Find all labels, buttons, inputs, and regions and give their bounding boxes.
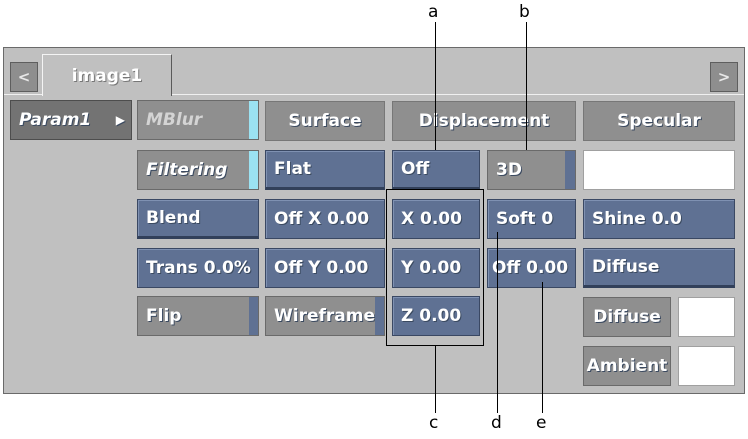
shine-value: Shine 0.0	[592, 209, 682, 229]
callout-line-d	[497, 232, 498, 413]
displacement-soft-value: Soft 0	[496, 209, 554, 229]
offset-x-value: Off X 0.00	[274, 209, 370, 229]
tab-image1[interactable]: image1	[42, 54, 172, 96]
displacement-soft-field[interactable]: Soft 0	[487, 199, 576, 239]
specular-header-label: Specular	[617, 111, 701, 131]
displacement-3d-toggle[interactable]: 3D	[487, 150, 576, 190]
displacement-offset-value: Off 0.00	[492, 258, 569, 278]
displacement-mode-button[interactable]: Off	[392, 150, 480, 190]
offset-x-field[interactable]: Off X 0.00	[265, 199, 385, 239]
transparency-value: Trans 0.0%	[146, 258, 251, 278]
specular-mode-button[interactable]: Diffuse	[583, 248, 735, 288]
diffuse-label: Diffuse	[593, 307, 661, 327]
tab-label: image1	[71, 65, 143, 86]
ambient-label: Ambient	[586, 356, 668, 376]
tab-bar-divider	[4, 94, 744, 95]
filtering-label: Filtering	[146, 160, 228, 180]
ambient-label-box: Ambient	[583, 346, 671, 386]
specular-mode-label: Diffuse	[592, 257, 660, 277]
chevron-right-icon: >	[717, 68, 731, 86]
displacement-y-field[interactable]: Y 0.00	[392, 248, 480, 288]
surface-header-label: Surface	[288, 111, 362, 131]
flip-indicator	[249, 297, 258, 335]
wireframe-label: Wireframe	[274, 306, 375, 326]
surface-mode-label: Flat	[274, 159, 312, 179]
callout-line-c	[435, 346, 436, 413]
diffuse-label-box: Diffuse	[583, 297, 671, 337]
mblur-toggle[interactable]: MBlur	[137, 100, 259, 140]
callout-line-e	[542, 282, 543, 413]
displacement-z-field[interactable]: Z 0.00	[392, 296, 480, 336]
callout-label-c: c	[429, 413, 439, 433]
diffuse-color-swatch[interactable]	[678, 297, 735, 337]
specular-color-swatch[interactable]	[583, 150, 735, 190]
callout-label-b: b	[519, 2, 530, 22]
param-selector-button[interactable]: Param1 ▶	[10, 100, 132, 140]
displacement-header-label: Displacement	[418, 111, 550, 131]
displacement-offset-field[interactable]: Off 0.00	[487, 248, 576, 288]
callout-line-b	[526, 22, 527, 150]
callout-label-e: e	[536, 413, 547, 433]
wireframe-indicator	[375, 297, 384, 335]
offset-y-field[interactable]: Off Y 0.00	[265, 248, 385, 288]
blend-button[interactable]: Blend	[137, 199, 259, 239]
displacement-3d-indicator	[565, 151, 575, 189]
mblur-indicator	[249, 101, 258, 139]
flip-toggle[interactable]: Flip	[137, 296, 259, 336]
mblur-label: MBlur	[146, 110, 203, 130]
displacement-x-field[interactable]: X 0.00	[392, 199, 480, 239]
displacement-z-value: Z 0.00	[401, 306, 462, 326]
filtering-indicator	[249, 151, 258, 189]
ambient-color-swatch[interactable]	[678, 346, 735, 386]
transparency-field[interactable]: Trans 0.0%	[137, 248, 259, 288]
xyz-group-bracket	[386, 189, 484, 346]
chevron-right-icon: ▶	[115, 113, 125, 127]
filtering-toggle[interactable]: Filtering	[137, 150, 259, 190]
surface-header: Surface	[265, 101, 385, 141]
flip-label: Flip	[146, 306, 182, 326]
specular-header: Specular	[583, 101, 735, 141]
param-label: Param1	[19, 110, 92, 130]
displacement-header: Displacement	[392, 101, 576, 141]
displacement-3d-label: 3D	[496, 160, 522, 180]
displacement-y-value: Y 0.00	[401, 258, 462, 278]
chevron-left-icon: <	[17, 68, 31, 86]
callout-label-d: d	[491, 413, 502, 433]
tab-scroll-right-button[interactable]: >	[710, 62, 738, 92]
blend-label: Blend	[146, 208, 201, 228]
callout-label-a: a	[428, 2, 439, 22]
tab-scroll-left-button[interactable]: <	[10, 62, 38, 92]
wireframe-toggle[interactable]: Wireframe	[265, 296, 385, 336]
offset-y-value: Off Y 0.00	[274, 258, 369, 278]
displacement-mode-label: Off	[401, 159, 430, 179]
shine-field[interactable]: Shine 0.0	[583, 199, 735, 239]
callout-line-a	[435, 22, 436, 150]
displacement-x-value: X 0.00	[401, 209, 462, 229]
surface-mode-button[interactable]: Flat	[265, 150, 385, 190]
